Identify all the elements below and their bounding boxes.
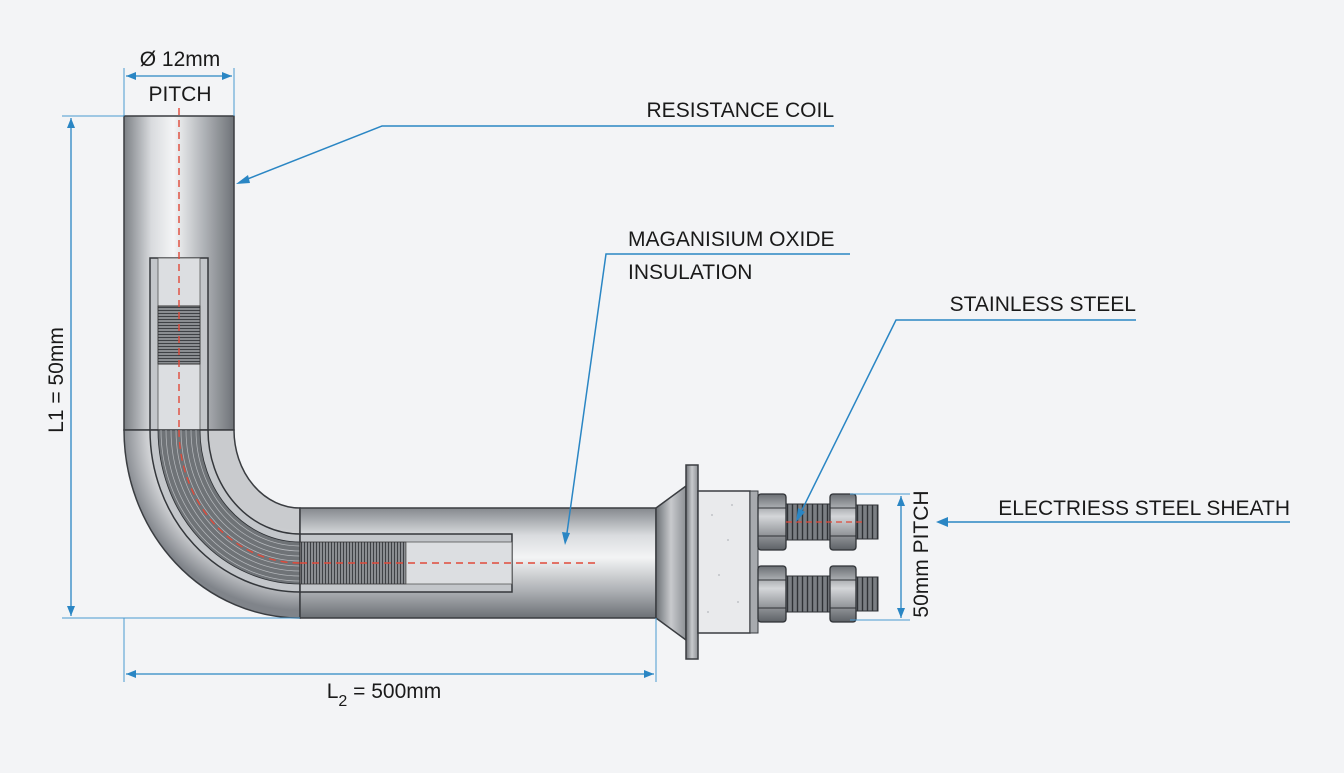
pitch-top-label: PITCH xyxy=(149,83,212,106)
callout-resistance-coil: RESISTANCE COIL xyxy=(236,99,834,184)
pitch-side-label: 50mm PITCH xyxy=(910,490,933,617)
dimension-terminal-pitch: 50mm PITCH xyxy=(850,490,933,621)
callout-mgo-insulation: MAGANISIUM OXIDE INSULATION xyxy=(562,228,850,545)
terminal-stud-bottom xyxy=(757,565,879,623)
mgo-label-line1: MAGANISIUM OXIDE xyxy=(628,228,835,251)
l1-label: L1 = 50mm xyxy=(45,327,68,433)
mgo-label-line2: INSULATION xyxy=(628,261,752,284)
callout-stainless-steel: STAINLESS STEEL xyxy=(796,293,1136,522)
center-line xyxy=(178,108,595,564)
callout-sheath: ELECTRIESS STEEL SHEATH xyxy=(936,497,1290,527)
sheath-label: ELECTRIESS STEEL SHEATH xyxy=(998,497,1290,520)
dimension-diameter: Ø 12mm PITCH xyxy=(123,48,235,116)
l2-label: L2 = 500mm xyxy=(327,680,442,710)
terminal-head xyxy=(655,464,759,660)
cutaway-coil-section xyxy=(149,257,513,593)
stainless-steel-label: STAINLESS STEEL xyxy=(950,293,1136,316)
dimension-l2: L2 = 500mm xyxy=(123,618,657,710)
resistance-coil-label: RESISTANCE COIL xyxy=(647,99,834,122)
terminal-stud-top xyxy=(757,493,879,551)
diameter-label: Ø 12mm xyxy=(140,48,221,71)
ceramic-block xyxy=(697,490,751,634)
dimension-l1: L1 = 50mm xyxy=(45,115,300,619)
